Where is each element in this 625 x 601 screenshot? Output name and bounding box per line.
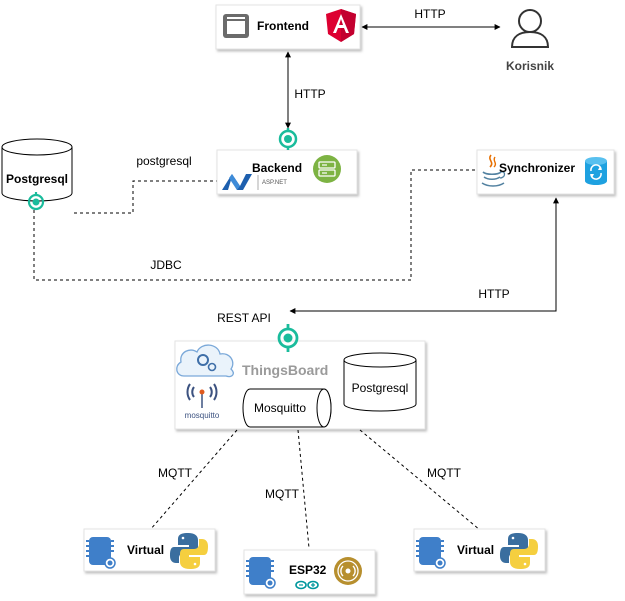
postgres-left-endpoint-icon [27, 192, 45, 211]
edge-mqtt-right [359, 429, 481, 531]
broadcast-icon [334, 557, 362, 585]
iot-device-icon [86, 537, 116, 569]
mosquitto-label: Mosquitto [254, 401, 306, 415]
postgres-tb-label: Postgresql [352, 381, 409, 395]
python-icon [170, 533, 208, 569]
edge-label-mqtt-left: MQTT [158, 466, 193, 480]
edge-label-mqtt-right: MQTT [427, 466, 462, 480]
esp32-node[interactable]: ESP32 [243, 549, 376, 595]
postgres-left-node[interactable]: Postgresql [1, 138, 73, 202]
edge-label-http-right: HTTP [478, 287, 509, 301]
postgres-tb-node[interactable]: Postgresql [343, 352, 417, 412]
iot-device-icon [416, 537, 446, 569]
virtual-right-label: Virtual [457, 543, 494, 557]
edge-mqtt-left [149, 429, 238, 531]
edge-mqtt-center [297, 429, 310, 549]
browser-window-icon [223, 14, 249, 38]
edge-postgres-backend [74, 180, 218, 214]
esp32-label: ESP32 [289, 563, 327, 577]
mosquitto-icon [186, 383, 218, 408]
dotnet-icon [222, 174, 252, 190]
frontend-node[interactable]: Frontend [215, 4, 361, 50]
iot-device-icon [246, 557, 276, 589]
backend-sub-label: ASP.NET [262, 180, 287, 186]
edge-label-jdbc: JDBC [150, 258, 182, 272]
edge-label-rest-api: REST API [217, 311, 271, 325]
angular-icon [326, 9, 356, 42]
user-icon[interactable] [510, 9, 550, 48]
backend-label: Backend [252, 161, 302, 175]
edge-label-mqtt-center: MQTT [265, 487, 300, 501]
virtual-left-node[interactable]: Virtual [83, 528, 216, 572]
backend-endpoint-icon [278, 128, 298, 150]
thingsboard-node[interactable]: ThingsBoard mosquitto Mosquitto Postgres… [174, 340, 426, 430]
frontend-label: Frontend [257, 19, 309, 33]
cloud-gears-icon [176, 344, 234, 378]
mosquitto-logo-text: mosquitto [185, 411, 220, 420]
edge-label-http-mid: HTTP [294, 87, 325, 101]
thingsboard-endpoint-icon [277, 324, 299, 352]
database-sync-icon [585, 157, 607, 185]
postgres-left-label: Postgresql [6, 172, 68, 186]
java-icon [481, 154, 506, 187]
virtual-left-label: Virtual [127, 543, 164, 557]
edge-label-http-top: HTTP [414, 7, 445, 21]
arduino-icon [295, 580, 319, 590]
edge-sync-thingsboard [289, 197, 559, 314]
python-icon [500, 533, 538, 569]
mosquitto-broker[interactable]: Mosquitto [242, 388, 332, 428]
korisnik-label: Korisnik [506, 59, 554, 73]
thingsboard-label: ThingsBoard [242, 362, 328, 378]
backend-node[interactable]: ASP.NET Backend [216, 149, 358, 195]
synchronizer-label: Synchronizer [499, 161, 575, 175]
virtual-right-node[interactable]: Virtual [413, 528, 546, 572]
synchronizer-node[interactable]: Synchronizer [476, 149, 615, 195]
edge-label-postgresql: postgresql [136, 154, 191, 168]
server-icon [313, 155, 341, 183]
